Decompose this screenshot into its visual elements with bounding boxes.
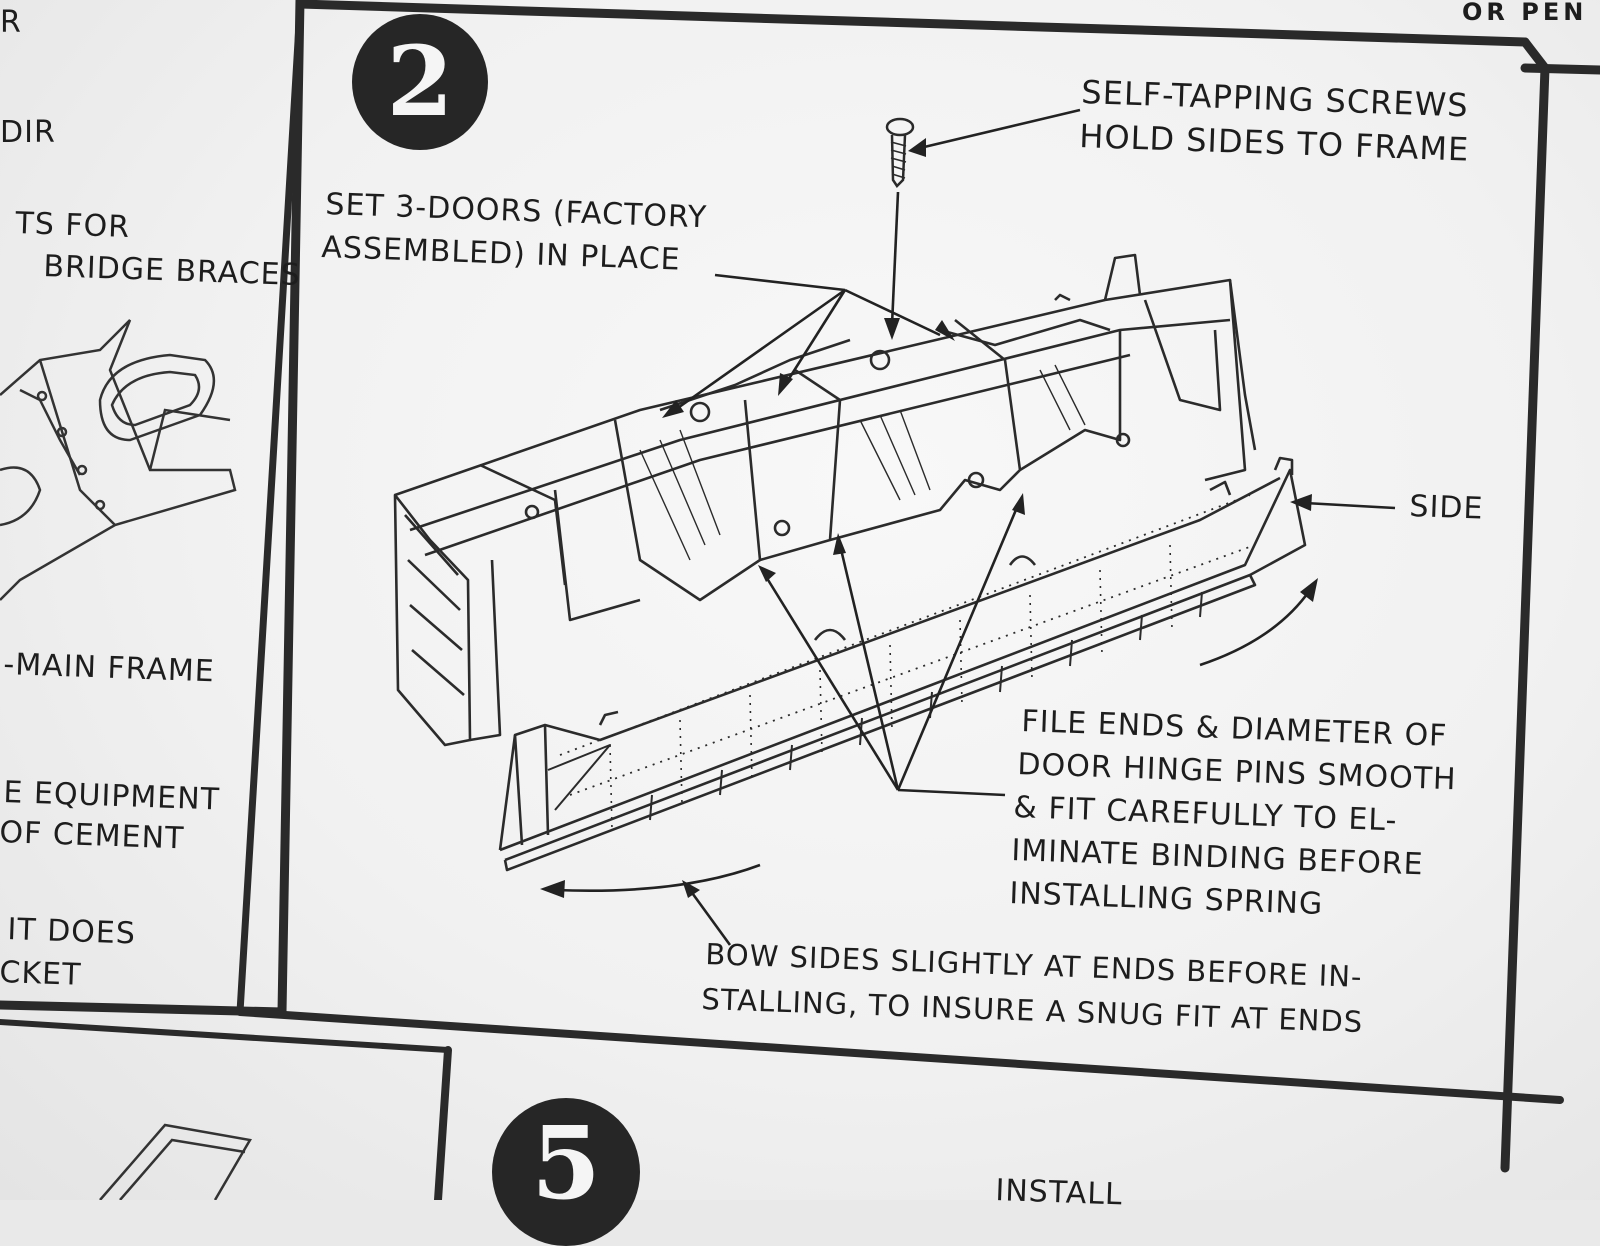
left-panel-line: DIR	[0, 115, 56, 150]
hopper-frame-drawing	[393, 253, 1307, 872]
step5-panel-left	[434, 1046, 452, 1200]
step2-number-badge: 2	[352, 14, 488, 150]
left-panel-line: BRIDGE BRACES	[42, 249, 302, 293]
left-panel-border	[0, 0, 305, 1017]
step2-right-border	[1500, 37, 1550, 1173]
top-right-rule	[1520, 63, 1600, 75]
left-panel-line: IT DOES	[6, 912, 137, 952]
step5-partial-text: INSTALL	[994, 1173, 1124, 1213]
left-panel-line: TS FOR	[14, 206, 131, 245]
lower-left-rule	[0, 1019, 451, 1053]
leader-lines	[554, 108, 1396, 946]
left-panel-drawing	[0, 319, 621, 1192]
step5-number-badge: 5	[492, 1098, 640, 1246]
top-right-fragment: OR PEN	[1462, 0, 1588, 26]
sheet-line-art	[0, 0, 1600, 1200]
step2-panel-border	[295, 0, 1530, 47]
arrow-heads	[540, 138, 1318, 898]
left-panel-line: CKET	[0, 955, 82, 993]
step5-drawing	[99, 1123, 252, 1200]
step2-number: 2	[386, 25, 454, 138]
side-panel-outline	[499, 468, 1307, 862]
left-panel-line: -MAIN FRAME	[2, 647, 216, 690]
left-panel-line: OF CEMENT	[0, 815, 185, 857]
screw-drawing	[885, 117, 915, 188]
left-panel-line: E EQUIPMENT	[2, 775, 221, 818]
step2-bottom-border	[236, 1008, 1564, 1104]
left-panel-line: R	[0, 5, 22, 40]
step2-inner-left-border	[236, 4, 304, 1016]
step5-number: 5	[531, 1104, 601, 1222]
side-label: SIDE	[1408, 489, 1485, 527]
